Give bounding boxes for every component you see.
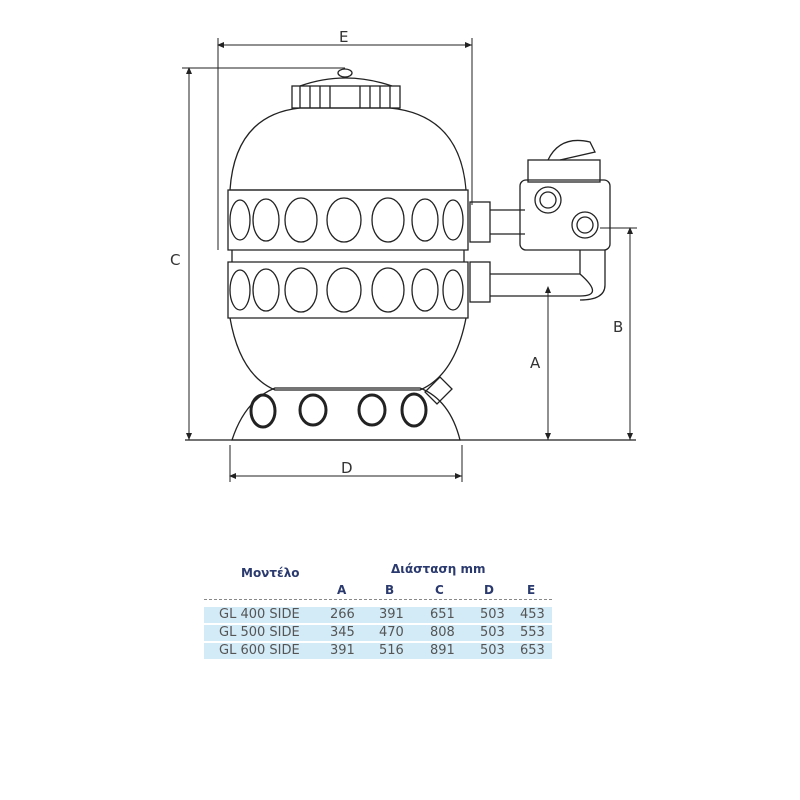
value-b: 470 — [379, 625, 404, 640]
value-b: 516 — [379, 643, 404, 658]
col-header-e: E — [527, 583, 536, 597]
model-header: Μοντέλο — [241, 566, 300, 580]
vessel-windows — [229, 197, 464, 313]
value-e: 553 — [520, 625, 545, 640]
value-a: 266 — [330, 607, 355, 622]
model-cell: GL 400 SIDE — [219, 607, 300, 622]
dimension-c-label: C — [170, 251, 180, 269]
vessel-lid — [291, 68, 401, 109]
value-b: 391 — [379, 607, 404, 622]
value-d: 503 — [480, 607, 505, 622]
dimension-a-label: A — [530, 354, 541, 372]
table-row: GL 600 SIDE 391 516 891 503 653 — [204, 643, 552, 659]
multiport-valve — [469, 139, 611, 303]
dimension-d-label: D — [341, 459, 353, 477]
col-header-c: C — [435, 583, 444, 597]
value-a: 345 — [330, 625, 355, 640]
table-row: GL 500 SIDE 345 470 808 503 553 — [204, 625, 552, 641]
filter-technical-drawing: E C D A B — [170, 28, 637, 482]
model-cell: GL 500 SIDE — [219, 625, 300, 640]
dimension-header: Διάσταση mm — [391, 562, 486, 576]
model-cell: GL 600 SIDE — [219, 643, 300, 658]
value-c: 808 — [430, 625, 455, 640]
col-header-a: A — [337, 583, 347, 597]
col-header-b: B — [385, 583, 395, 597]
col-header-d: D — [484, 583, 494, 597]
header-divider — [204, 599, 552, 600]
table-row: GL 400 SIDE 266 391 651 503 453 — [204, 607, 552, 623]
value-d: 503 — [480, 643, 505, 658]
value-a: 391 — [330, 643, 355, 658]
value-c: 651 — [430, 607, 455, 622]
value-d: 503 — [480, 625, 505, 640]
dimension-b-label: B — [613, 318, 623, 336]
vessel-base — [231, 376, 461, 441]
filter-vessel — [227, 107, 469, 391]
value-e: 453 — [520, 607, 545, 622]
value-e: 653 — [520, 643, 545, 658]
dimension-e-label: E — [339, 28, 348, 46]
value-c: 891 — [430, 643, 455, 658]
